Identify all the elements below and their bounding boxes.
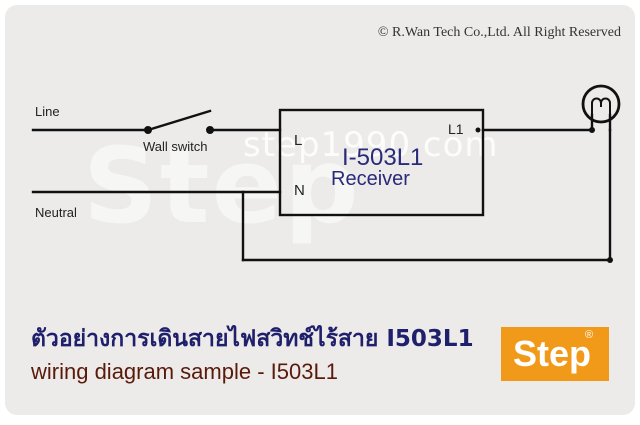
line-label: Line	[35, 104, 60, 119]
terminal-l1-dot	[475, 127, 481, 133]
terminal-l1-label: L1	[448, 121, 464, 137]
step-logo: Step ®	[501, 327, 609, 381]
switch-contact-right	[206, 126, 214, 134]
copyright-notice: © R.Wan Tech Co.,Ltd. All Right Reserved	[377, 25, 621, 40]
switch-lever	[146, 109, 212, 132]
logo-text: Step	[513, 333, 592, 374]
receiver-subtitle: Receiver	[331, 168, 410, 190]
neutral-label: Neutral	[35, 205, 77, 220]
wiring-diagram	[31, 84, 621, 263]
watermark-brand: Step	[83, 125, 361, 247]
watermark-url: step1990.com	[243, 125, 499, 165]
receiver-box	[278, 108, 485, 217]
receiver-model: I-503L1	[342, 144, 424, 171]
switch-contact-left	[144, 126, 152, 134]
lamp-junction-left	[589, 127, 595, 133]
lamp-junction-right	[607, 257, 613, 263]
terminal-n-label: N	[294, 182, 305, 199]
lamp-icon	[581, 84, 621, 124]
diagram-frame: © R.Wan Tech Co.,Ltd. All Right Reserved…	[5, 5, 635, 415]
registered-mark: ®	[585, 329, 594, 341]
title-english: wiring diagram sample - I503L1	[31, 359, 338, 384]
terminal-l-label: L	[294, 132, 303, 149]
title-thai: ตัวอย่างการเดินสายไฟสวิทช์ไร้สาย I503L1	[31, 326, 474, 352]
wall-switch-label: Wall switch	[143, 139, 208, 154]
lamp-filament	[591, 97, 611, 116]
